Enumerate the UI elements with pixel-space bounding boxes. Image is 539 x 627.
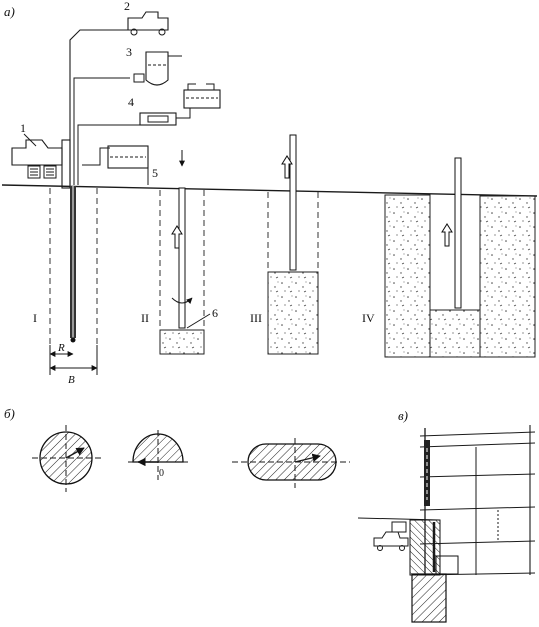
rig-in-basement [373, 521, 409, 551]
panel-label-v: в) [398, 408, 408, 423]
compressor-truck [127, 11, 169, 36]
stage-label-3: III [250, 311, 262, 325]
stage-1-borehole [49, 186, 98, 345]
leader-1 [23, 133, 37, 147]
section-half-circle [128, 430, 190, 480]
mixer-pump [139, 83, 221, 126]
sump-tank [107, 145, 149, 185]
panel-label-a: а) [4, 4, 15, 19]
label-4: 4 [128, 95, 134, 109]
water-tank [133, 51, 182, 86]
stage-4-column [384, 157, 536, 358]
dimension-label-B: B [68, 374, 75, 386]
stage-label-2: II [141, 311, 149, 325]
label-3: 3 [126, 45, 132, 59]
dimension-lines [49, 345, 98, 375]
label-5: 5 [152, 166, 158, 180]
label-1: 1 [20, 121, 26, 135]
section-ellipse [232, 438, 350, 488]
foundation-underpinning [357, 517, 459, 623]
dimension-label-R: R [57, 342, 65, 354]
drilling-rig [11, 139, 71, 189]
feed-lines [69, 29, 160, 185]
leader-6 [186, 313, 211, 329]
ground-line [1, 184, 538, 197]
label-6: 6 [212, 306, 218, 320]
label-2: 2 [124, 0, 130, 13]
panel-label-b: б) [4, 406, 15, 421]
origin-label: 0 [159, 468, 164, 479]
stage-label-4: IV [362, 311, 375, 325]
stage-3-borehole [267, 134, 319, 355]
stage-2-borehole [159, 150, 205, 355]
section-circle [32, 425, 102, 492]
stage-label-1: I [33, 311, 37, 325]
